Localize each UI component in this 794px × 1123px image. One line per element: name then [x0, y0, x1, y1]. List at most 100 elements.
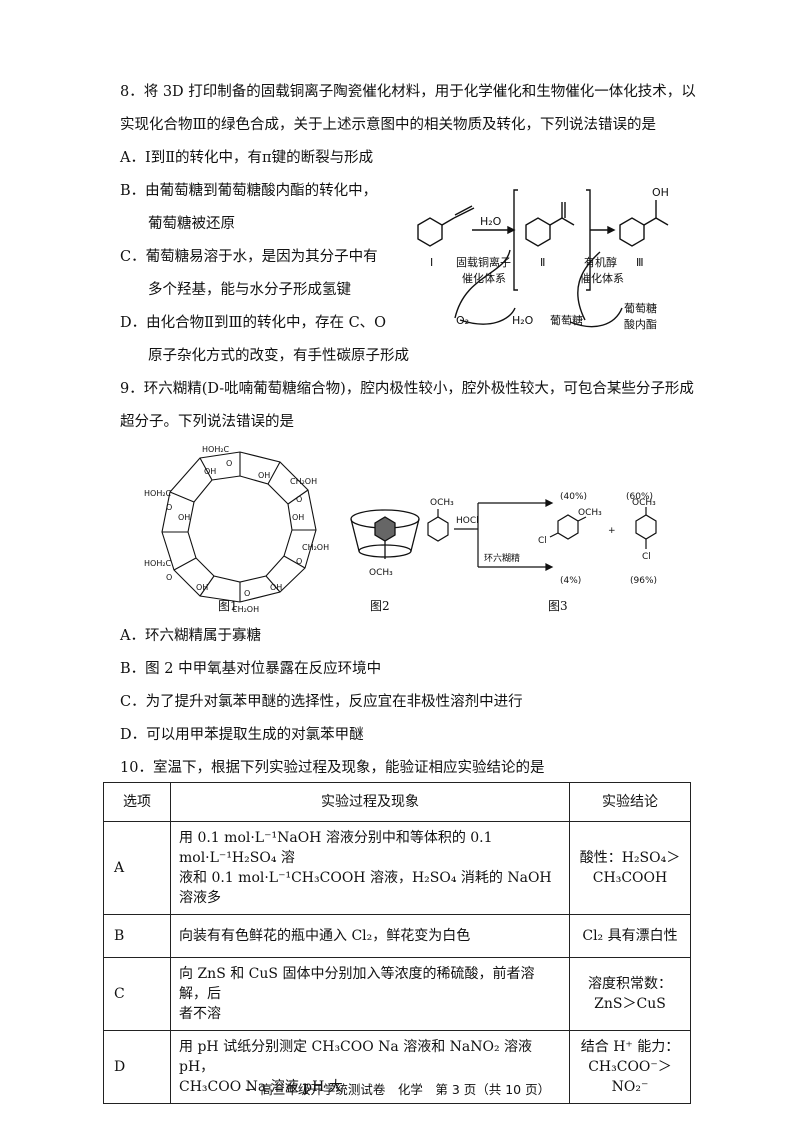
- row-a-conclusion: 酸性：H₂SO₄＞ CH₃COOH: [569, 821, 691, 915]
- table-header-row: 选项 实验过程及现象 实验结论: [103, 782, 691, 822]
- lactone-line1: 葡萄糖: [624, 301, 657, 315]
- q9-option-a: A．环六糊精属于寡糖: [120, 628, 261, 644]
- table-row: C 向 ZnS 和 CuS 固体中分别加入等浓度的稀硫酸，前者溶解，后 者不溶 …: [103, 957, 691, 1031]
- catalyst2-line2: 催化体系: [580, 271, 624, 285]
- fig3-ortho-cl: Cl: [538, 536, 547, 546]
- fig3-condition: 环六糊精: [484, 552, 520, 564]
- fig3-reagent: HOCl: [456, 516, 479, 526]
- q9-stem-line2: 超分子。下列说法错误的是: [120, 414, 294, 430]
- row-c-procedure-line2: 者不溶: [179, 1006, 221, 1022]
- fig2-och3-label: OCH₃: [369, 568, 393, 578]
- compound-II-label: Ⅱ: [540, 256, 545, 269]
- fig1-label-12: O: [226, 459, 232, 468]
- oh-label: OH: [652, 186, 669, 199]
- chlorination-figure-3: OCH₃ HOCl 环六糊精 (40%) (60%) (4%) (96%) OC…: [427, 492, 657, 586]
- lactone-line2: 酸内酯: [624, 317, 657, 331]
- q9-option-b: B．图 2 中甲氧基对位暴露在反应环境中: [120, 661, 382, 677]
- fig3-para-och3: OCH₃: [632, 498, 656, 508]
- fig1-label-7: OH: [204, 467, 216, 476]
- row-d-option: D: [103, 1030, 171, 1104]
- row-c-conclusion-line1: 溶度积常数：: [588, 976, 672, 992]
- row-d-conclusion-line2: CH₃COO⁻＞NO₂⁻: [588, 1059, 672, 1095]
- fig1-label-6: OH: [258, 471, 270, 480]
- glucose-label: 葡萄糖: [550, 313, 583, 327]
- q9-option-c: C．为了提升对氯苯甲醚的选择性，反应宜在非极性溶剂中进行: [120, 694, 523, 710]
- table-row: A 用 0.1 mol·L⁻¹NaOH 溶液分别中和等体积的 0.1 mol·L…: [103, 821, 691, 915]
- fig1-label-15: O: [244, 589, 250, 598]
- header-option: 选项: [103, 782, 171, 822]
- q8-option-b-line1: B．由葡萄糖到葡萄糖酸内酯的转化中，: [120, 183, 378, 199]
- fig1-label-4: CH₂OH: [302, 543, 329, 552]
- row-a-conclusion-line2: CH₃COOH: [592, 870, 668, 886]
- fig1-label-3: CH₂OH: [290, 477, 317, 486]
- q10-table: 选项 实验过程及现象 实验结论 A 用 0.1 mol·L⁻¹NaOH 溶液分别…: [103, 782, 691, 1104]
- row-c-procedure-line1: 向 ZnS 和 CuS 固体中分别加入等浓度的稀硫酸，前者溶解，后: [179, 966, 535, 1002]
- q8-option-c-line2: 多个羟基，能与水分子形成氢键: [148, 282, 351, 298]
- row-a-procedure-line1: 用 0.1 mol·L⁻¹NaOH 溶液分别中和等体积的 0.1 mol·L⁻¹…: [179, 830, 493, 866]
- fig3-ortho-bottom: (4%): [560, 576, 581, 586]
- row-c-conclusion: 溶度积常数： ZnS＞CuS: [569, 957, 691, 1031]
- fig1-caption: 图1: [218, 599, 238, 613]
- q10-stem: 10．室温下，根据下列实验过程及现象，能验证相应实验结论的是: [120, 760, 545, 776]
- fig1-label-16: O: [166, 573, 172, 582]
- header-conclusion: 实验结论: [569, 782, 691, 822]
- fig1-label-13: O: [296, 495, 302, 504]
- fig3-reactant-och3: OCH₃: [430, 498, 454, 508]
- o2-label: O₂: [456, 314, 469, 327]
- row-b-procedure: 向装有有色鲜花的瓶中通入 Cl₂，鲜花变为白色: [170, 914, 570, 958]
- fig1-label-11: OH: [196, 583, 208, 592]
- fig1-label-9: OH: [178, 513, 190, 522]
- row-d-procedure-line2: CH₃COO Na 溶液 pH 大: [179, 1079, 343, 1095]
- q8-reaction-scheme: H₂O Ⅰ Ⅱ Ⅲ OH 固载铜离子 催化体系 O₂ H₂O 有机醇 催化体系 …: [417, 186, 669, 331]
- table-row: D 用 pH 试纸分别测定 CH₃COO Na 溶液和 NaNO₂ 溶液 pH，…: [103, 1030, 691, 1104]
- fig1-label-8: OH: [292, 513, 304, 522]
- row-c-conclusion-line2: ZnS＞CuS: [594, 996, 666, 1012]
- fig3-para-bottom: (96%): [630, 576, 657, 586]
- fig3-para-cl: Cl: [642, 552, 651, 562]
- catalyst1-line1: 固载铜离子: [456, 255, 511, 269]
- row-d-conclusion: 结合 H⁺ 能力： CH₃COO⁻＞NO₂⁻: [569, 1030, 691, 1104]
- q8-option-b-line2: 葡萄糖被还原: [148, 216, 235, 232]
- cyclodextrin-figure-1: HOH₂C HOH₂C HOH₂C CH₂OH CH₂OH CH₂OH OH O…: [144, 445, 329, 614]
- benzene-ring-III: [619, 217, 645, 247]
- row-c-procedure: 向 ZnS 和 CuS 固体中分别加入等浓度的稀硫酸，前者溶解，后 者不溶: [170, 957, 570, 1031]
- fig1-label-1: HOH₂C: [144, 489, 172, 498]
- fig3-ortho-och3: OCH₃: [578, 508, 602, 518]
- q8-water-label: H₂O: [480, 215, 502, 228]
- row-a-option: A: [103, 821, 171, 915]
- row-a-procedure: 用 0.1 mol·L⁻¹NaOH 溶液分别中和等体积的 0.1 mol·L⁻¹…: [170, 821, 570, 915]
- q8-option-a: A．Ⅰ到Ⅱ的转化中，有π键的断裂与形成: [120, 150, 374, 166]
- fig1-label-0: HOH₂C: [202, 445, 230, 454]
- catalyst1-line2: 催化体系: [462, 271, 506, 285]
- table-row: B 向装有有色鲜花的瓶中通入 Cl₂，鲜花变为白色 Cl₂ 具有漂白性: [103, 914, 691, 958]
- q8-option-d-line1: D．由化合物Ⅱ到Ⅲ的转化中，存在 C、O: [120, 315, 387, 331]
- fig1-label-17: O: [166, 503, 172, 512]
- page-footer: － 高三年级开学统测试卷 化学 第 3 页（共 10 页）: [243, 1082, 551, 1097]
- benzene-ring-II: [525, 217, 551, 247]
- fig3-caption: 图3: [548, 599, 568, 613]
- fig2-caption: 图2: [370, 599, 390, 613]
- fig1-label-2: HOH₂C: [144, 559, 172, 568]
- row-a-procedure-line2: 液和 0.1 mol·L⁻¹CH₃COOH 溶液，H₂SO₄ 消耗的 NaOH …: [179, 870, 552, 906]
- fig1-label-5: CH₂OH: [232, 605, 259, 614]
- fig3-ortho-top: (40%): [560, 492, 587, 502]
- row-d-procedure-line1: 用 pH 试纸分别测定 CH₃COO Na 溶液和 NaNO₂ 溶液 pH，: [179, 1039, 533, 1075]
- row-b-conclusion: Cl₂ 具有漂白性: [569, 914, 691, 958]
- row-d-procedure: 用 pH 试纸分别测定 CH₃COO Na 溶液和 NaNO₂ 溶液 pH， C…: [170, 1030, 570, 1104]
- compound-I-label: Ⅰ: [430, 256, 433, 269]
- q8-option-c-line1: C．葡萄糖易溶于水，是因为其分子中有: [120, 249, 378, 265]
- q8-stem-line1: 8．将 3D 打印制备的固载铜离子陶瓷催化材料，用于化学催化和生物催化一体化技术…: [120, 84, 696, 100]
- fig3-plus: +: [608, 526, 616, 536]
- benzene-ring-I: [417, 217, 443, 247]
- catalyst2-line1: 有机醇: [584, 255, 617, 269]
- fig1-label-10: OH: [270, 583, 282, 592]
- q9-option-d: D．可以用甲苯提取生成的对氯苯甲醚: [120, 727, 364, 743]
- fig1-label-14: O: [296, 557, 302, 566]
- h2o-label: H₂O: [512, 314, 534, 327]
- q9-stem-line1: 9．环六糊精(D-吡喃葡萄糖缩合物)，腔内极性较小，腔外极性较大，可包合某些分子…: [120, 381, 694, 397]
- row-d-conclusion-line1: 结合 H⁺ 能力：: [580, 1039, 680, 1055]
- q8-option-d-line2: 原子杂化方式的改变，有手性碳原子形成: [148, 348, 409, 364]
- inclusion-complex-figure-2: OCH₃: [350, 509, 420, 578]
- row-c-option: C: [103, 957, 171, 1031]
